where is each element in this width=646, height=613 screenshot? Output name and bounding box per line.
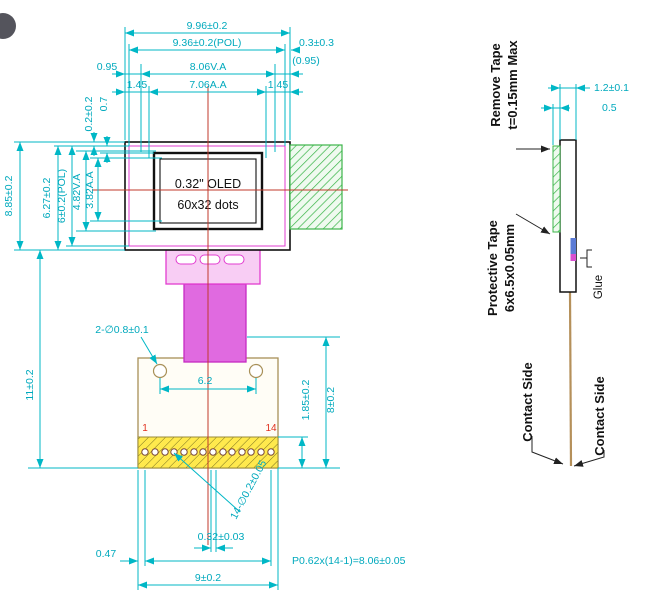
side-view: 1.2±0.1 0.5 Remove Tape t=0.15mm Max Pro…	[485, 40, 629, 467]
dim-tape-step: 0.5	[602, 102, 617, 114]
mount-hole-left	[152, 363, 168, 379]
dim-top-gap: 0.7	[98, 97, 110, 112]
side-labels: Remove Tape t=0.15mm Max Protective Tape…	[485, 40, 607, 456]
side-dimension-lines	[541, 84, 590, 145]
dim-contact-height: 1.85±0.2	[300, 379, 312, 420]
mount-hole-right	[248, 363, 264, 379]
side-leaders	[515, 145, 605, 467]
pin-number-last: 14	[265, 423, 277, 434]
dim-aa-height: 3.82A.A	[84, 171, 96, 208]
protective-tape-area	[289, 144, 343, 230]
remove-tape-spec: t=0.15mm Max	[505, 40, 520, 130]
glue-profile	[570, 238, 576, 254]
contact-side-right-label: Contact Side	[592, 376, 607, 455]
dim-pin-edge-margin: 0.47	[96, 548, 117, 560]
front-view: 1 14 0.32" OLED 60x32 dots	[3, 20, 406, 590]
dim-va-margin-right: (0.95)	[292, 55, 319, 67]
remove-tape-label: Remove Tape	[488, 43, 503, 127]
polarizer-outline	[128, 145, 286, 247]
dim-aa-margin-right: 1.45	[268, 79, 289, 91]
dim-pin-pitch: P0.62x(14-1)=8.06±0.05	[292, 555, 406, 567]
pin-holes	[141, 448, 275, 456]
dim-top-offset: 0.2±0.2	[83, 96, 95, 131]
dim-glass-height: 6.27±0.2	[41, 177, 53, 218]
fpc-slot	[199, 254, 221, 265]
dim-fpc-length: 11±0.2	[24, 369, 36, 400]
panel-profile	[559, 139, 577, 293]
dim-pol-offset: 0.3±0.3	[299, 37, 334, 49]
dim-aa-width: 7.06A.A	[189, 79, 226, 91]
dim-hole-spacing: 6.2	[198, 375, 213, 387]
dim-total-width: 9.96±0.2	[187, 20, 228, 32]
dim-aa-margin-left: 1.45	[127, 79, 148, 91]
centerlines	[92, 86, 348, 545]
tape-profile	[552, 145, 561, 233]
corner-dot	[0, 13, 16, 39]
front-dimension-lines	[14, 27, 340, 590]
protective-tape-spec: 6x6.5x0.05mm	[502, 224, 517, 312]
dim-pin-width: 0.32±0.03	[198, 531, 245, 543]
protective-tape-label: Protective Tape	[485, 220, 500, 316]
dim-panel-thickness: 1.2±0.1	[594, 82, 629, 94]
pin-number-first: 1	[142, 423, 148, 434]
dim-mount-holes: 2-∅0.8±0.1	[95, 324, 149, 336]
glue-label: Glue	[593, 275, 605, 299]
dim-va-width: 8.06V.A	[190, 61, 226, 73]
fpc-slot	[175, 254, 197, 265]
glue-profile-lower	[570, 254, 576, 261]
dim-va-margin-left: 0.95	[97, 61, 118, 73]
fpc-tail-profile	[568, 291, 573, 467]
fpc-slot	[223, 254, 245, 265]
dim-pol-height: 6±0.2(POL)	[56, 169, 68, 223]
dim-total-height: 8.85±0.2	[3, 175, 15, 216]
dim-fpc-end-height: 8±0.2	[325, 387, 337, 413]
contact-side-left-label: Contact Side	[520, 362, 535, 441]
dim-bottom-width: 9±0.2	[195, 572, 221, 584]
dim-va-height: 4.82V.A	[71, 174, 83, 210]
fpc-tail	[183, 283, 247, 363]
dim-pol-width: 9.36±0.2(POL)	[173, 37, 242, 49]
